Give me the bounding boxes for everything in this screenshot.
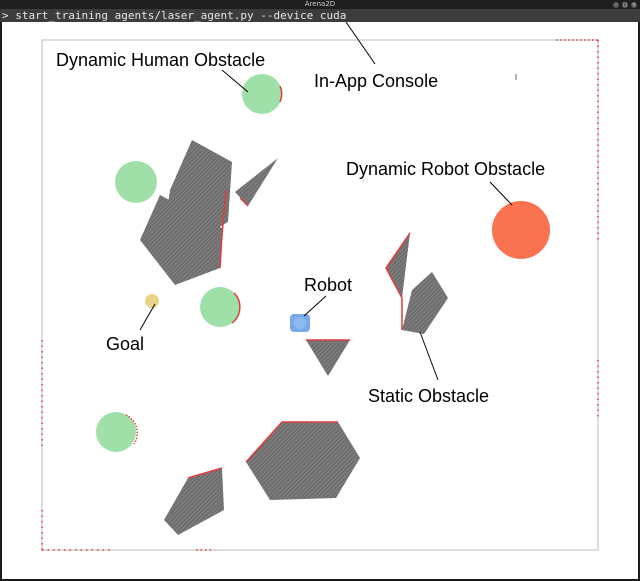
label-robot: Robot	[304, 275, 352, 295]
window-titlebar: Arena2D – □ ×	[0, 0, 640, 9]
dynamic-human-obstacle	[96, 412, 136, 452]
dynamic-robot-obstacle	[492, 201, 550, 259]
laser-hit-points	[385, 232, 411, 330]
dynamic-human-obstacle	[115, 161, 157, 203]
dynamic-human-obstacle	[200, 287, 240, 327]
window-title: Arena2D	[304, 0, 336, 8]
static-obstacle	[386, 233, 410, 298]
dynamic-human-obstacle	[242, 74, 282, 114]
laser-hit-points	[125, 414, 138, 445]
laser-hit-points	[239, 197, 249, 207]
annotation-pointer	[139, 303, 156, 331]
static-obstacle	[140, 195, 222, 285]
label-dynamic-robot-obstacle: Dynamic Robot Obstacle	[346, 159, 545, 179]
minimize-icon[interactable]: –	[613, 1, 619, 8]
annotation-pointer	[489, 181, 513, 206]
label-dynamic-human-obstacle: Dynamic Human Obstacle	[56, 50, 265, 70]
static-obstacle	[246, 422, 360, 500]
laser-hit-points	[187, 467, 223, 479]
label-goal: Goal	[106, 334, 144, 354]
annotation-pointer	[419, 331, 439, 381]
laser-hit-points	[231, 292, 241, 324]
laser-hit-points	[245, 421, 338, 463]
laser-hit-points	[219, 189, 227, 269]
in-app-console-input[interactable]: > start_training agents/laser_agent.py -…	[0, 9, 640, 22]
annotation-pointer	[221, 69, 249, 93]
annotation-pointer	[345, 21, 376, 65]
close-icon[interactable]: ×	[631, 1, 637, 8]
static-obstacle	[306, 340, 350, 376]
arena-boundary	[41, 39, 599, 551]
maximize-icon[interactable]: □	[622, 1, 628, 8]
static-obstacle	[402, 272, 448, 334]
label-static-obstacle: Static Obstacle	[368, 386, 489, 406]
static-obstacle	[235, 158, 278, 206]
static-obstacle	[164, 468, 224, 535]
label-in-app-console: In-App Console	[314, 71, 438, 91]
goal-marker	[145, 294, 159, 308]
robot-body-icon	[294, 317, 306, 329]
laser-hit-points	[279, 85, 283, 103]
annotation-pointer	[303, 295, 327, 317]
